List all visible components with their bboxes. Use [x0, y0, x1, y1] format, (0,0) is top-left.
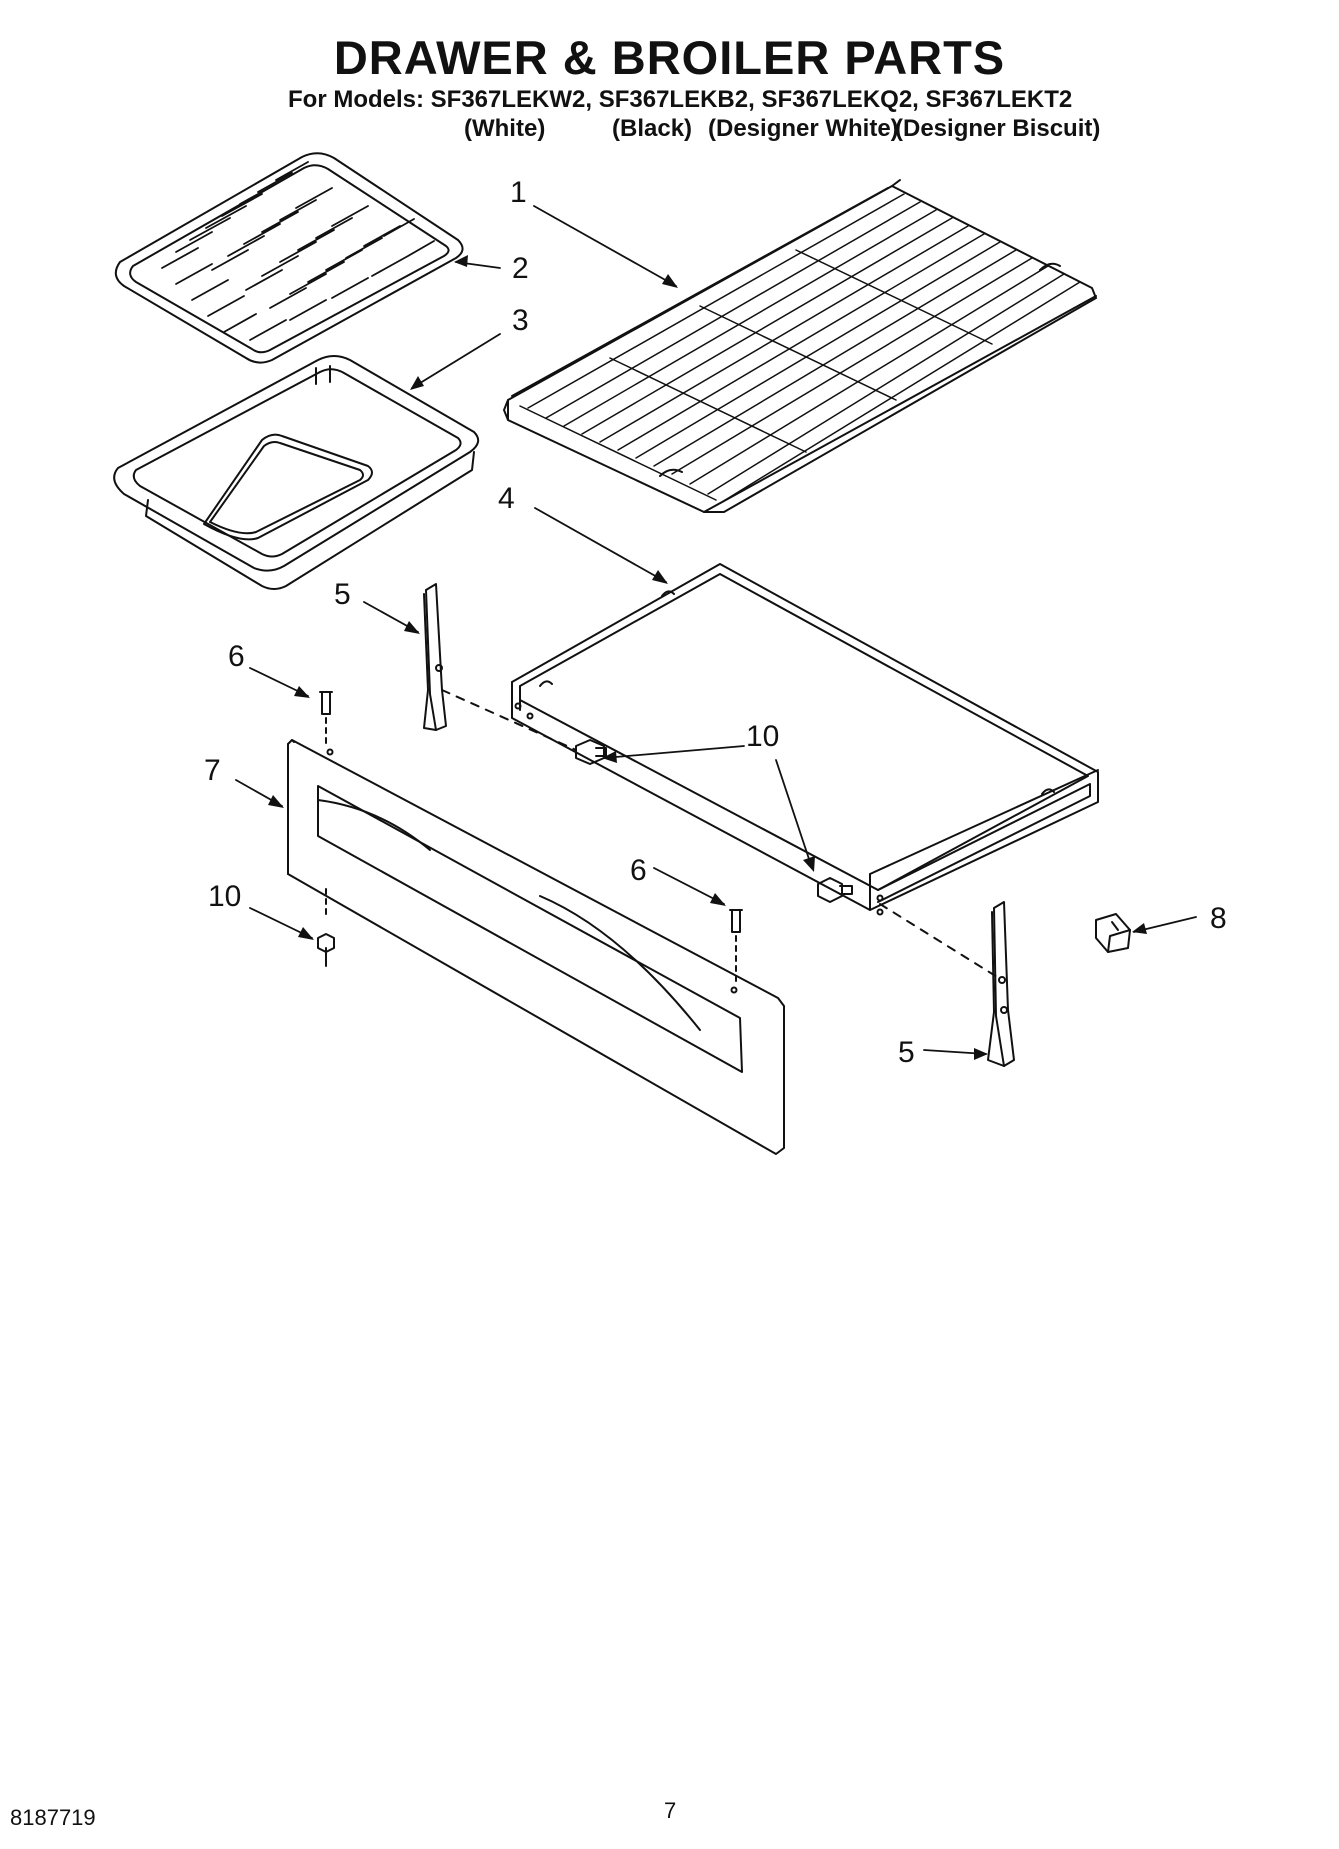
leader-arrowheads	[268, 255, 1147, 1060]
callout-2: 2	[512, 252, 529, 285]
broiler-grid	[114, 152, 464, 364]
callout-8: 8	[1210, 902, 1227, 935]
drawer-slide-right	[987, 901, 1015, 1067]
page-title: DRAWER & BROILER PARTS	[333, 31, 1006, 84]
stud-right	[729, 909, 743, 987]
models-line: For Models: SF367LEKW2, SF367LEKB2, SF36…	[288, 86, 1073, 113]
callout-6-left: 6	[228, 640, 245, 673]
callout-4: 4	[498, 482, 515, 515]
callout-10-panel: 10	[208, 880, 241, 913]
color-designer-white: (Designer White)	[708, 115, 899, 142]
callout-5-left: 5	[334, 578, 351, 611]
callout-6-right: 6	[630, 854, 647, 887]
callout-10-drawer: 10	[746, 720, 779, 753]
storage-drawer	[511, 563, 1099, 916]
callout-1: 1	[510, 176, 527, 209]
page-number: 7	[664, 1798, 677, 1823]
screw-drawer-right	[817, 877, 853, 903]
color-white: (White)	[464, 115, 546, 142]
callout-7: 7	[204, 754, 221, 787]
color-designer-biscuit: (Designer Biscuit)	[895, 115, 1101, 142]
color-black: (Black)	[612, 115, 693, 142]
stud-left	[319, 691, 333, 745]
oven-rack	[503, 179, 1097, 513]
clip	[1095, 913, 1131, 953]
document-number: 8187719	[10, 1805, 96, 1830]
drawer-slide-left	[423, 583, 447, 731]
drawer-front-panel	[287, 739, 785, 1155]
broiler-pan	[113, 355, 480, 590]
screw-front-panel	[317, 883, 335, 967]
callout-3: 3	[512, 304, 529, 337]
callout-5-right: 5	[898, 1036, 915, 1069]
